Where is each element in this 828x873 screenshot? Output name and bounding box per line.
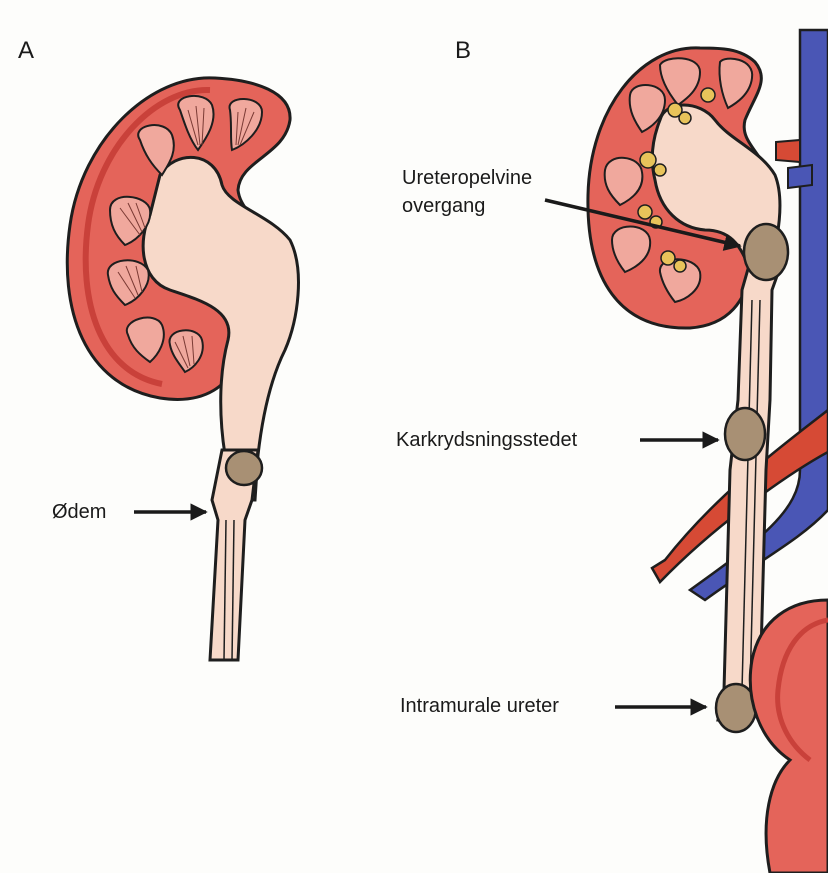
renal-vein-stub — [787, 163, 813, 190]
panel-a-illustration: A Ødem — [18, 37, 300, 662]
stone-crossing — [723, 406, 767, 462]
kidney-a-capsule — [82, 86, 211, 387]
renal-pelvis-a — [141, 155, 300, 502]
panel-label-b: B — [455, 37, 471, 64]
intramural-label: Intramurale ureter — [400, 695, 559, 717]
crossing-label: Karkrydsningsstedet — [396, 429, 578, 451]
stone-upj — [742, 222, 790, 282]
vena-cava — [687, 28, 828, 602]
stone-a — [224, 449, 264, 487]
renal-pyramids-b — [603, 57, 754, 304]
panel-b-illustration: B Ureteropelvine overgang Karkrydsningss… — [396, 28, 828, 873]
renal-pyramids-a — [106, 94, 264, 374]
renal-artery-stub — [775, 138, 801, 164]
upj-label-line1: Ureteropelvine — [402, 167, 532, 189]
edema-label: Ødem — [52, 501, 106, 523]
panel-label-a: A — [18, 37, 34, 64]
stone-clusters-b — [637, 87, 716, 273]
arrow-right-icon — [544, 198, 742, 251]
upj-label-line2: overgang — [402, 195, 485, 217]
